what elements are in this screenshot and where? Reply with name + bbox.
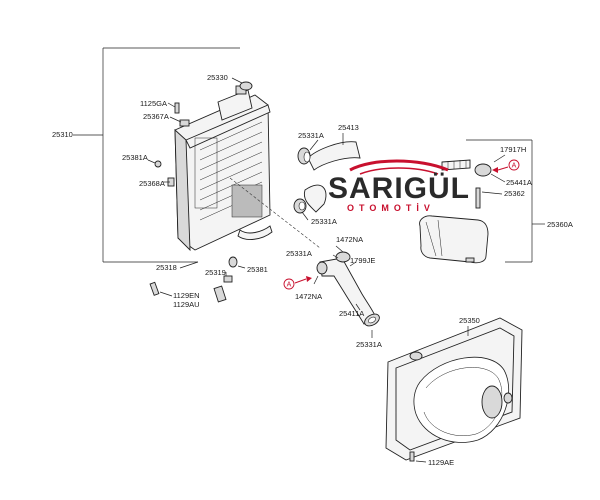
callout-17917h: 17917H bbox=[500, 145, 526, 154]
mount-25318 bbox=[179, 261, 199, 269]
callout-25331a-bottom: 25331A bbox=[356, 340, 382, 349]
reservoir-cap: A bbox=[474, 159, 520, 183]
callout-1799je: 1799JE bbox=[350, 256, 375, 265]
radiator bbox=[167, 85, 273, 252]
plug-25381a bbox=[147, 159, 162, 168]
bolt-1125ga bbox=[167, 102, 180, 114]
radiator-bracket bbox=[73, 47, 240, 263]
bolt-1129en bbox=[149, 281, 173, 297]
callout-25368a: 25368A bbox=[139, 179, 165, 188]
callout-25330: 25330 bbox=[207, 73, 228, 82]
callout-25360a: 25360A bbox=[547, 220, 573, 229]
part-25319 bbox=[213, 272, 233, 303]
bolt-1129ae bbox=[409, 451, 427, 463]
callout-25331a-top: 25331A bbox=[298, 131, 324, 140]
callout-25331a-mid: 25331A bbox=[311, 217, 337, 226]
callout-1472na-bottom: 1472NA bbox=[295, 292, 322, 301]
svg-text:A: A bbox=[287, 282, 292, 289]
callout-25310: 25310 bbox=[52, 130, 73, 139]
callout-25318: 25318 bbox=[156, 263, 177, 272]
watermark-brand: SARIGÜL bbox=[328, 172, 470, 205]
callout-25319: 25319 bbox=[205, 268, 226, 277]
ref-marker-left: A bbox=[283, 276, 312, 290]
overflow-hose bbox=[441, 154, 506, 171]
callout-1472na-top: 1472NA bbox=[336, 235, 363, 244]
callout-25367a: 25367A bbox=[143, 112, 169, 121]
lower-radiator-hose bbox=[293, 184, 327, 221]
callout-25381: 25381 bbox=[247, 265, 268, 274]
reservoir-tank bbox=[419, 215, 489, 264]
level-rod bbox=[475, 187, 503, 209]
callout-1125ga: 1125GA bbox=[140, 99, 167, 108]
svg-text:A: A bbox=[512, 163, 517, 170]
bracket-25367a bbox=[169, 116, 190, 127]
reservoir-bracket bbox=[466, 139, 545, 263]
upper-hose bbox=[297, 133, 361, 171]
callout-25411a: 25411A bbox=[339, 309, 364, 318]
fan-shroud bbox=[385, 317, 523, 461]
part-25381 bbox=[228, 256, 246, 269]
callout-25362: 25362 bbox=[504, 189, 525, 198]
callout-25441a: 25441A bbox=[506, 178, 532, 187]
callout-labels: 25330 1125GA 25367A 25310 25381A 25368A … bbox=[52, 73, 573, 467]
radiator-cap bbox=[231, 77, 253, 91]
callout-1129en: 1129EN bbox=[173, 291, 200, 300]
callout-1129ae: 1129AE bbox=[428, 458, 454, 467]
watermark-logo: SARIGÜL OTOMOTİV bbox=[328, 159, 470, 213]
callout-25350: 25350 bbox=[459, 316, 480, 325]
callout-1129au: 1129AU bbox=[173, 300, 200, 309]
callout-25413: 25413 bbox=[338, 123, 359, 132]
callout-25381a: 25381A bbox=[122, 153, 148, 162]
callout-25331a-left: 25331A bbox=[286, 249, 312, 258]
watermark-sub: OTOMOTİV bbox=[347, 203, 435, 213]
water-outlet-pipe bbox=[313, 245, 380, 338]
assembly-axis bbox=[229, 177, 321, 249]
